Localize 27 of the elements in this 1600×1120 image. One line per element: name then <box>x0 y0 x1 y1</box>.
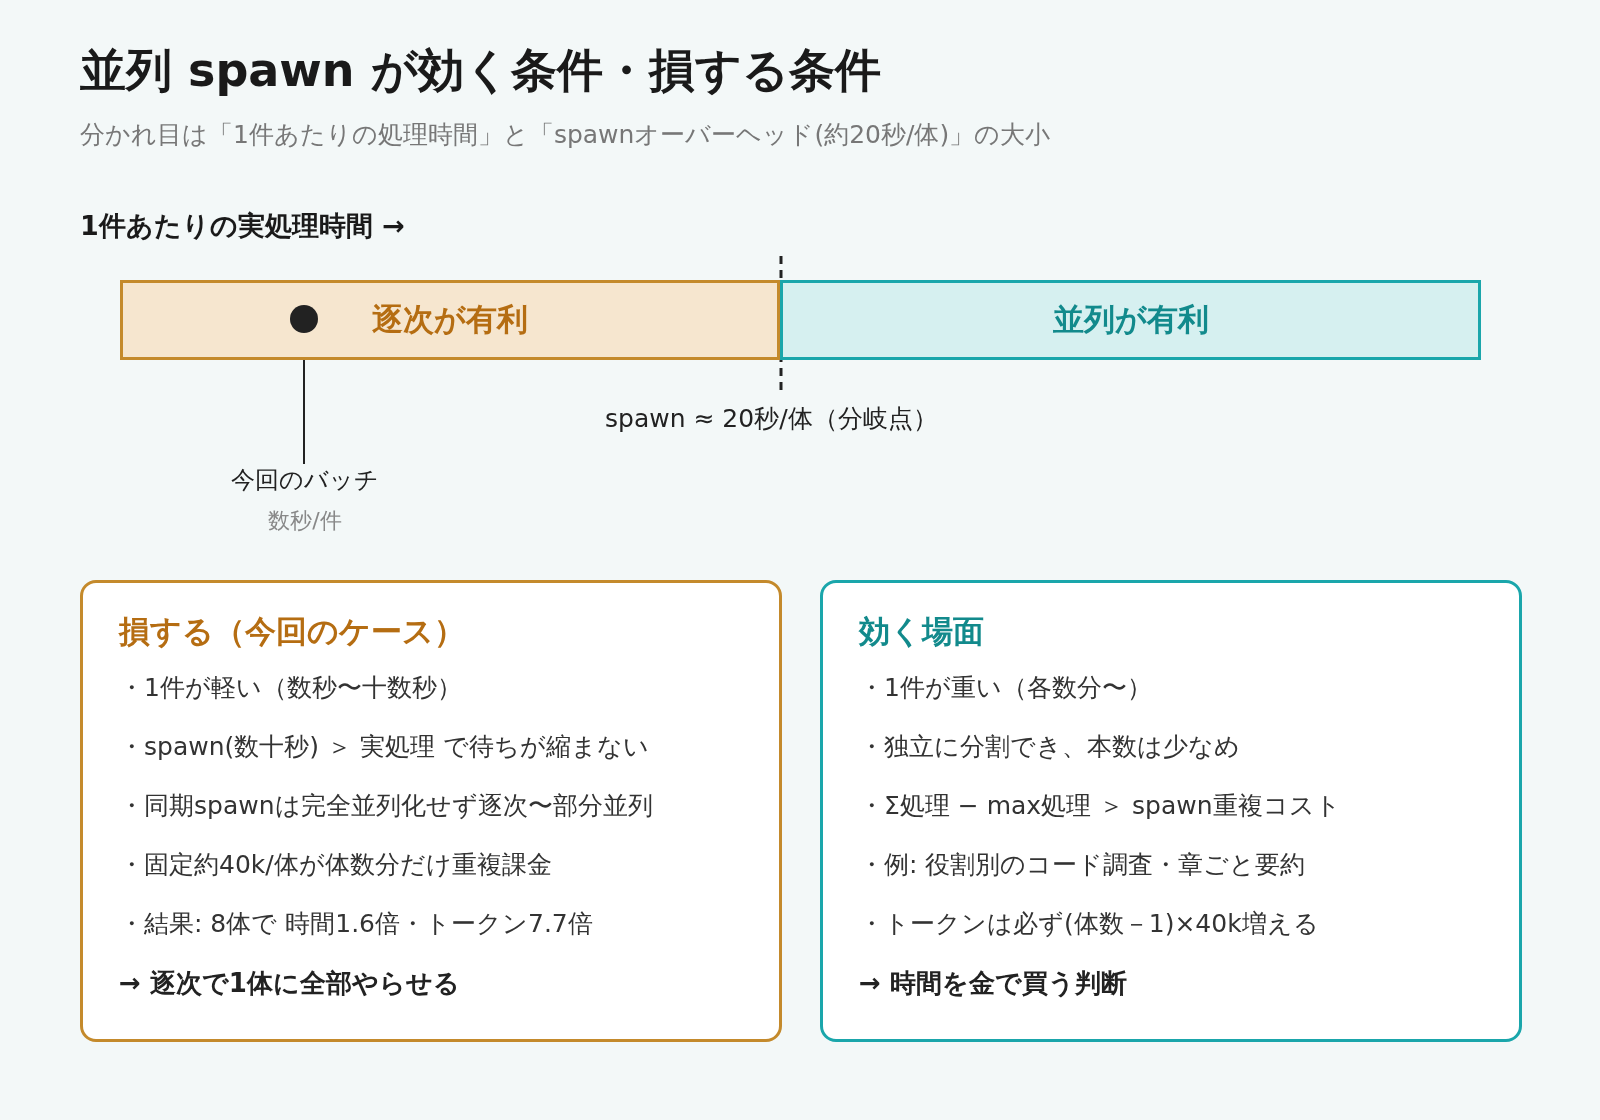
bullet-item: ・同期spawnは完全並列化せず逐次〜部分並列 <box>119 790 653 822</box>
axis-title: 1件あたりの実処理時間 → <box>80 209 405 243</box>
info-card <box>80 580 782 1042</box>
region-band <box>120 280 780 360</box>
bullet-item: ・固定約40k/体が体数分だけ重複課金 <box>119 849 552 881</box>
card-heading: 効く場面 <box>859 612 984 651</box>
band-label: 並列が有利 <box>1052 300 1209 339</box>
value-note: 数秒/件 <box>267 507 343 535</box>
bullet-item: ・Σ処理 − max処理 ＞ spawn重複コスト <box>859 790 1341 822</box>
bullet-item: ・spawn(数十秒) ＞ 実処理 で待ちが縮まない <box>119 731 649 763</box>
batch-label: 今回のバッチ <box>220 464 390 498</box>
subtitle: 分かれ目は「1件あたりの処理時間」と「spawnオーバーヘッド(約20秒/体)」の大小 <box>80 119 1051 151</box>
page-title: 並列 spawn が効く条件・損する条件 <box>80 42 881 99</box>
bullet-item: ・例: 役割別のコード調査・章ごと要約 <box>859 849 1306 881</box>
bullet-item: ・トークンは必ず(体数－1)×40k増える <box>859 908 1319 940</box>
bullet-item: ・1件が重い（各数分〜） <box>859 672 1152 704</box>
conclusion-text: → 時間を金で買う判断 <box>859 967 1127 1000</box>
conclusion-text: → 逐次で1体に全部やらせる <box>119 967 460 1000</box>
bullet-item: ・1件が軽い（数秒〜十数秒） <box>119 672 462 704</box>
info-card <box>820 580 1522 1042</box>
bullet-item: ・独立に分割でき、本数は少なめ <box>859 731 1240 763</box>
band-label: 逐次が有利 <box>372 300 528 339</box>
region-band <box>780 280 1481 360</box>
marker-dot <box>290 305 318 333</box>
card-heading: 損する（今回のケース） <box>119 612 465 651</box>
bullet-item: ・結果: 8体で 時間1.6倍・トークン7.7倍 <box>119 908 593 940</box>
threshold-label: spawn ≈ 20秒/体（分岐点） <box>605 403 938 435</box>
